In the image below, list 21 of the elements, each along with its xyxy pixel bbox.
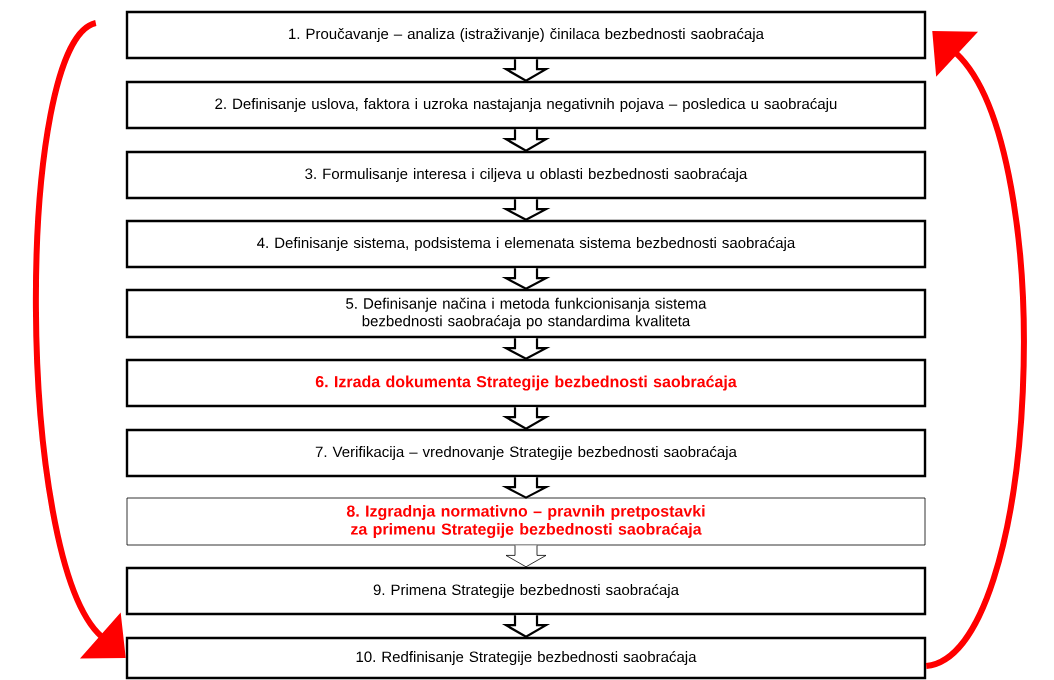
process-box: 9. Primena Strategije bezbednosti saobraćaja: [125, 566, 927, 616]
process-box: 5. Definisanje načina i metoda funkcionisanja sistema bezbednosti saobraćaja po standardima kvaliteta: [125, 288, 927, 339]
process-box: 10. Redfinisanje Strategije bezbednosti saobraćaja: [125, 636, 927, 680]
process-box: 3. Formulisanje interesa i ciljeva u oblasti bezbednosti saobraćaja: [125, 150, 927, 200]
process-box: 4. Definisanje sistema, podsistema i elemenata sistema bezbednosti saobraćaja: [125, 219, 927, 269]
block-arrow: [501, 476, 551, 499]
block-arrow: [505, 545, 547, 568]
process-box: 8. Izgradnja normativno – pravnih pretpostavki za primenu Strategije bezbednosti saobraćaja: [126, 497, 926, 546]
block-arrow: [501, 58, 551, 83]
block-arrow: [501, 128, 551, 153]
block-arrow: [501, 406, 551, 431]
process-box: 2. Definisanje uslova, faktora i uzroka nastajanja negativnih pojava – posledica u saobraćaju: [125, 80, 927, 130]
block-arrow: [501, 614, 551, 639]
process-box: 7. Verifikacija – vrednovanje Strategije bezbednosti saobraćaja: [125, 428, 927, 478]
curved-arrow: [32, 20, 126, 659]
block-arrow: [501, 337, 551, 361]
process-box: 6. Izrada dokumenta Strategije bezbednosti saobraćaja: [125, 358, 927, 408]
process-box: 1. Proučavanje – analiza (istraživanje) činilaca bezbednosti saobraćaja: [125, 10, 927, 60]
curved-arrow: [924, 31, 1027, 669]
block-arrow: [501, 267, 551, 291]
block-arrow: [501, 198, 551, 222]
